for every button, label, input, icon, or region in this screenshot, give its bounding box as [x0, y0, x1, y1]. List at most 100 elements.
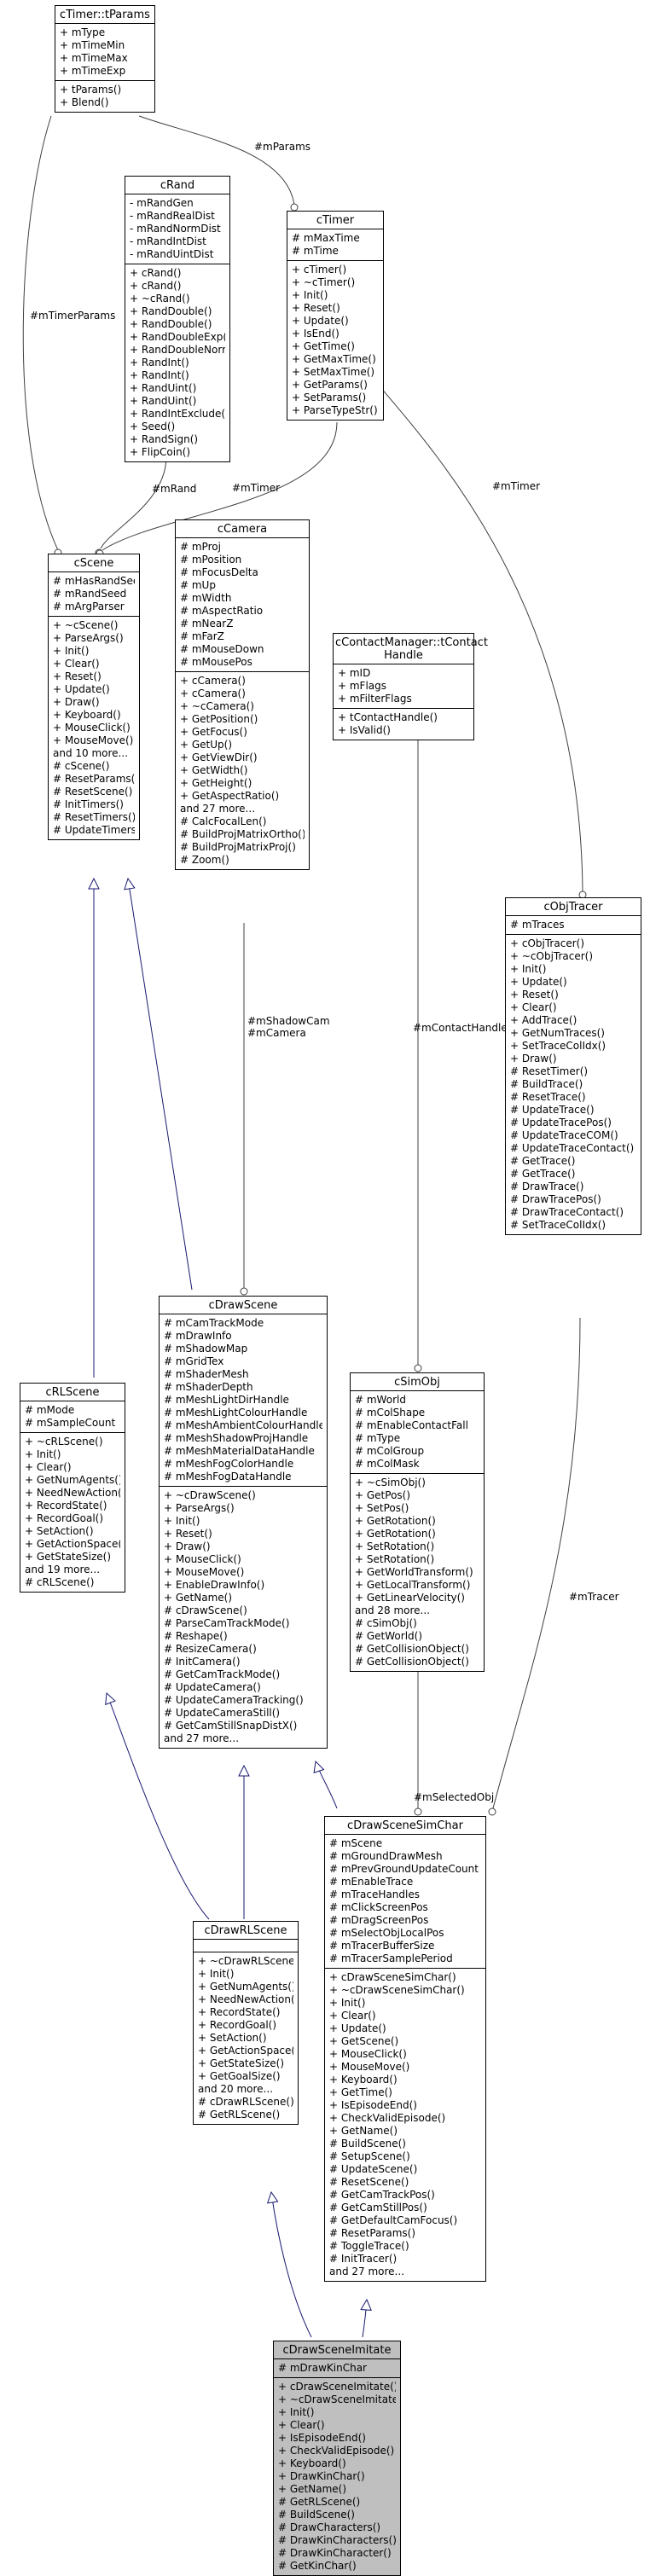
class-attribute: # mMaxTime: [292, 232, 360, 244]
class-method: + GetNumAgents(): [25, 1474, 120, 1486]
class-cdrawscenesimchar[interactable]: cDrawSceneSimChar# mScene# mGroundDrawMe…: [324, 1816, 486, 2282]
class-method: + Reset(): [53, 670, 102, 682]
class-method: + Keyboard(): [329, 2074, 398, 2086]
class-method: + GetStateSize(): [25, 1551, 112, 1563]
class-attribute: - mRandIntDist: [130, 235, 206, 247]
class-method: # GetCamStillPos(): [329, 2202, 427, 2213]
class-method: + MouseClick(): [164, 1553, 241, 1565]
class-method: # DrawTraceContact(): [510, 1206, 624, 1218]
diamond-ctimer-params: [290, 203, 299, 212]
class-attribute: # mMouseDown: [180, 643, 264, 655]
class-method: + Blend(): [60, 96, 109, 108]
class-attribute: # mUp: [180, 579, 216, 591]
class-method: # UpdateTraceCOM(): [510, 1129, 618, 1141]
class-method: + GetHeight(): [180, 777, 252, 789]
edge-label-mtimer-tracer: #mTimer: [492, 480, 541, 492]
class-method: # cSimObj(): [355, 1617, 417, 1629]
class-method: + Init(): [25, 1448, 61, 1460]
class-method: + ~cCamera(): [180, 700, 254, 712]
class-method-section: + ~cDrawRLScene()+ Init()+ GetNumAgents(…: [194, 1952, 298, 2124]
class-method: + GetPos(): [355, 1489, 411, 1501]
class-method: + GetRotation(): [355, 1528, 436, 1540]
class-title: cDrawSceneImitate: [274, 2341, 400, 2359]
class-method: # InitTracer(): [329, 2253, 398, 2265]
class-attribute: # mTime: [292, 245, 339, 257]
class-method: # ResetScene(): [329, 2176, 409, 2188]
class-attribute: # mType: [355, 1432, 401, 1444]
class-cdrawsceneimitate[interactable]: cDrawSceneImitate# mDrawKinChar+ cDrawSc…: [273, 2341, 401, 2576]
class-attribute: # mColMask: [355, 1458, 420, 1470]
class-attribute: # mPrevGroundUpdateCount: [329, 1863, 479, 1875]
class-ccamera[interactable]: cCamera# mProj# mPosition# mFocusDelta# …: [175, 519, 310, 870]
class-attribute: # mShaderMesh: [164, 1368, 249, 1380]
class-method: + GetActionSpace(): [198, 2045, 293, 2057]
inherit-imitate-cdrawrlscene: [271, 2192, 312, 2338]
class-method: + EnableDrawInfo(): [164, 1579, 265, 1591]
class-attribute: # mSampleCount: [25, 1417, 116, 1429]
class-method: # BuildProjMatrixOrtho(): [180, 828, 305, 840]
class-cscene[interactable]: cScene# mHasRandSeed# mRandSeed# mArgPar…: [48, 554, 140, 840]
class-method: + ~cRLScene(): [25, 1436, 103, 1448]
class-attribute-section: # mWorld# mColShape# mEnableContactFall#…: [351, 1391, 484, 1474]
class-csimobj[interactable]: cSimObj# mWorld# mColShape# mEnableConta…: [350, 1372, 485, 1672]
class-method: + Reset(): [164, 1528, 212, 1540]
class-attribute: # mDrawKinChar: [278, 2362, 367, 2374]
class-method: + GetWidth(): [180, 764, 248, 776]
class-method: + RandInt(): [130, 357, 189, 368]
class-method: # ResetTrace(): [510, 1091, 586, 1103]
class-title: cRLScene: [20, 1384, 125, 1401]
class-method: + RandDouble(): [130, 305, 212, 317]
class-attribute: # mMode: [25, 1404, 75, 1416]
class-cdrawscene[interactable]: cDrawScene# mCamTrackMode# mDrawInfo# mS…: [159, 1296, 328, 1749]
class-method: + cTimer(): [292, 264, 347, 276]
class-method: + RecordState(): [25, 1500, 107, 1511]
class-attribute: + mFlags: [338, 680, 387, 692]
class-method: + cDrawSceneSimChar(): [329, 1971, 456, 1983]
class-attribute: # mTraces: [510, 919, 565, 931]
class-method: + ~cScene(): [53, 619, 119, 631]
class-method: + Draw(): [164, 1540, 211, 1552]
class-method: + MouseMove(): [329, 2061, 410, 2073]
class-cobjtracer[interactable]: cObjTracer# mTraces+ cObjTracer()+ ~cObj…: [505, 897, 641, 1235]
class-method: + Clear(): [25, 1461, 72, 1473]
class-method: + GetName(): [278, 2483, 347, 2495]
class-contact-handle[interactable]: cContactManager::tContact Handle+ mID+ m…: [333, 633, 488, 740]
class-ctimer[interactable]: cTimer# mMaxTime# mTime+ cTimer()+ ~cTim…: [287, 211, 384, 421]
class-method-section: + tContactHandle()+ IsValid(): [334, 709, 473, 740]
class-method: + MouseClick(): [329, 2048, 407, 2060]
class-method: + Init(): [198, 1968, 235, 1980]
class-method: + MouseMove(): [164, 1566, 245, 1578]
class-ctimer-tparams[interactable]: cTimer::tParams+ mType+ mTimeMin+ mTimeM…: [55, 5, 155, 113]
class-method: + RecordGoal(): [198, 2019, 277, 2031]
class-method: # GetCollisionObject(): [355, 1656, 469, 1668]
class-crand[interactable]: cRand- mRandGen- mRandRealDist- mRandNor…: [125, 176, 230, 462]
class-attribute: - mRandUintDist: [130, 248, 214, 260]
edge-label-mtracer: #mTracer: [569, 1591, 619, 1603]
class-method: + GetParams(): [292, 379, 368, 391]
class-method: + Clear(): [53, 658, 100, 670]
class-attribute-section: # mMaxTime# mTime: [287, 229, 383, 261]
class-method: + CheckValidEpisode(): [329, 2112, 446, 2124]
class-title: cSimObj: [351, 1373, 484, 1391]
class-cdrawrlscene[interactable]: cDrawRLScene+ ~cDrawRLScene()+ Init()+ G…: [193, 1921, 299, 2125]
class-method: # ResizeCamera(): [164, 1643, 257, 1655]
class-attribute: # mSelectObjLocalPos: [329, 1927, 444, 1939]
class-attribute: # mPosition: [180, 554, 242, 566]
class-method: + RandDoubleNorm(): [130, 344, 225, 356]
class-attribute-section: # mHasRandSeed# mRandSeed# mArgParser: [49, 572, 139, 617]
relationship-edges: [22, 115, 587, 2338]
class-method: + SetAction(): [25, 1525, 94, 1537]
diamond-csimobj-contact: [414, 1364, 422, 1372]
class-attribute-section: # mDrawKinChar: [274, 2359, 400, 2378]
class-title: cDrawSceneSimChar: [325, 1817, 485, 1835]
class-attribute-section: - mRandGen- mRandRealDist- mRandNormDist…: [125, 194, 229, 264]
class-method: + ~cObjTracer(): [510, 950, 594, 962]
class-crlscene[interactable]: cRLScene # mMode# mSampleCount + ~cRLScene…: [20, 1383, 125, 1593]
class-attribute: # mTracerBufferSize: [329, 1940, 435, 1952]
class-method: + ~cSimObj(): [355, 1477, 426, 1488]
class-method: # ResetScene(): [53, 786, 133, 798]
class-attribute: + mFilterFlags: [338, 693, 412, 705]
class-method: # ResetTimer(): [510, 1065, 589, 1077]
class-method: # cScene(): [53, 760, 110, 772]
class-method: # DrawKinCharacter(): [278, 2547, 392, 2559]
